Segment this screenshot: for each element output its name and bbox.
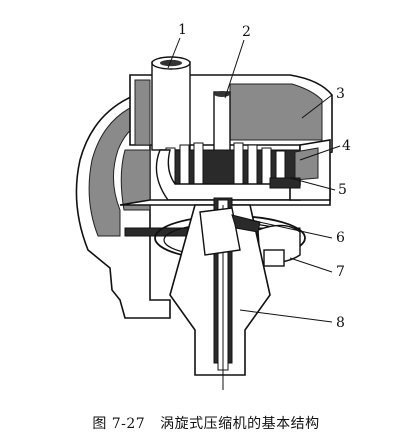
label-7: 7 — [336, 264, 345, 280]
scroll-wraps — [155, 142, 301, 201]
leader-lines — [167, 37, 341, 323]
figure-number: 图 7-27 — [92, 416, 146, 432]
label-6: 6 — [336, 230, 345, 246]
label-8: 8 — [336, 315, 345, 331]
label-4: 4 — [342, 138, 351, 154]
scroll-compressor-diagram: 1 2 3 4 5 6 7 8 — [75, 22, 351, 390]
label-2: 2 — [242, 24, 251, 40]
eccentric — [199, 207, 261, 256]
figure-caption: 图 7-27 涡旋式压缩机的基本结构 — [0, 413, 412, 433]
label-5: 5 — [338, 182, 347, 198]
label-1: 1 — [178, 22, 187, 38]
part-labels: 1 2 3 4 5 6 7 8 — [178, 22, 351, 331]
label-3: 3 — [336, 86, 345, 102]
discharge-pipe — [151, 56, 191, 151]
figure-title: 涡旋式压缩机的基本结构 — [160, 416, 320, 432]
